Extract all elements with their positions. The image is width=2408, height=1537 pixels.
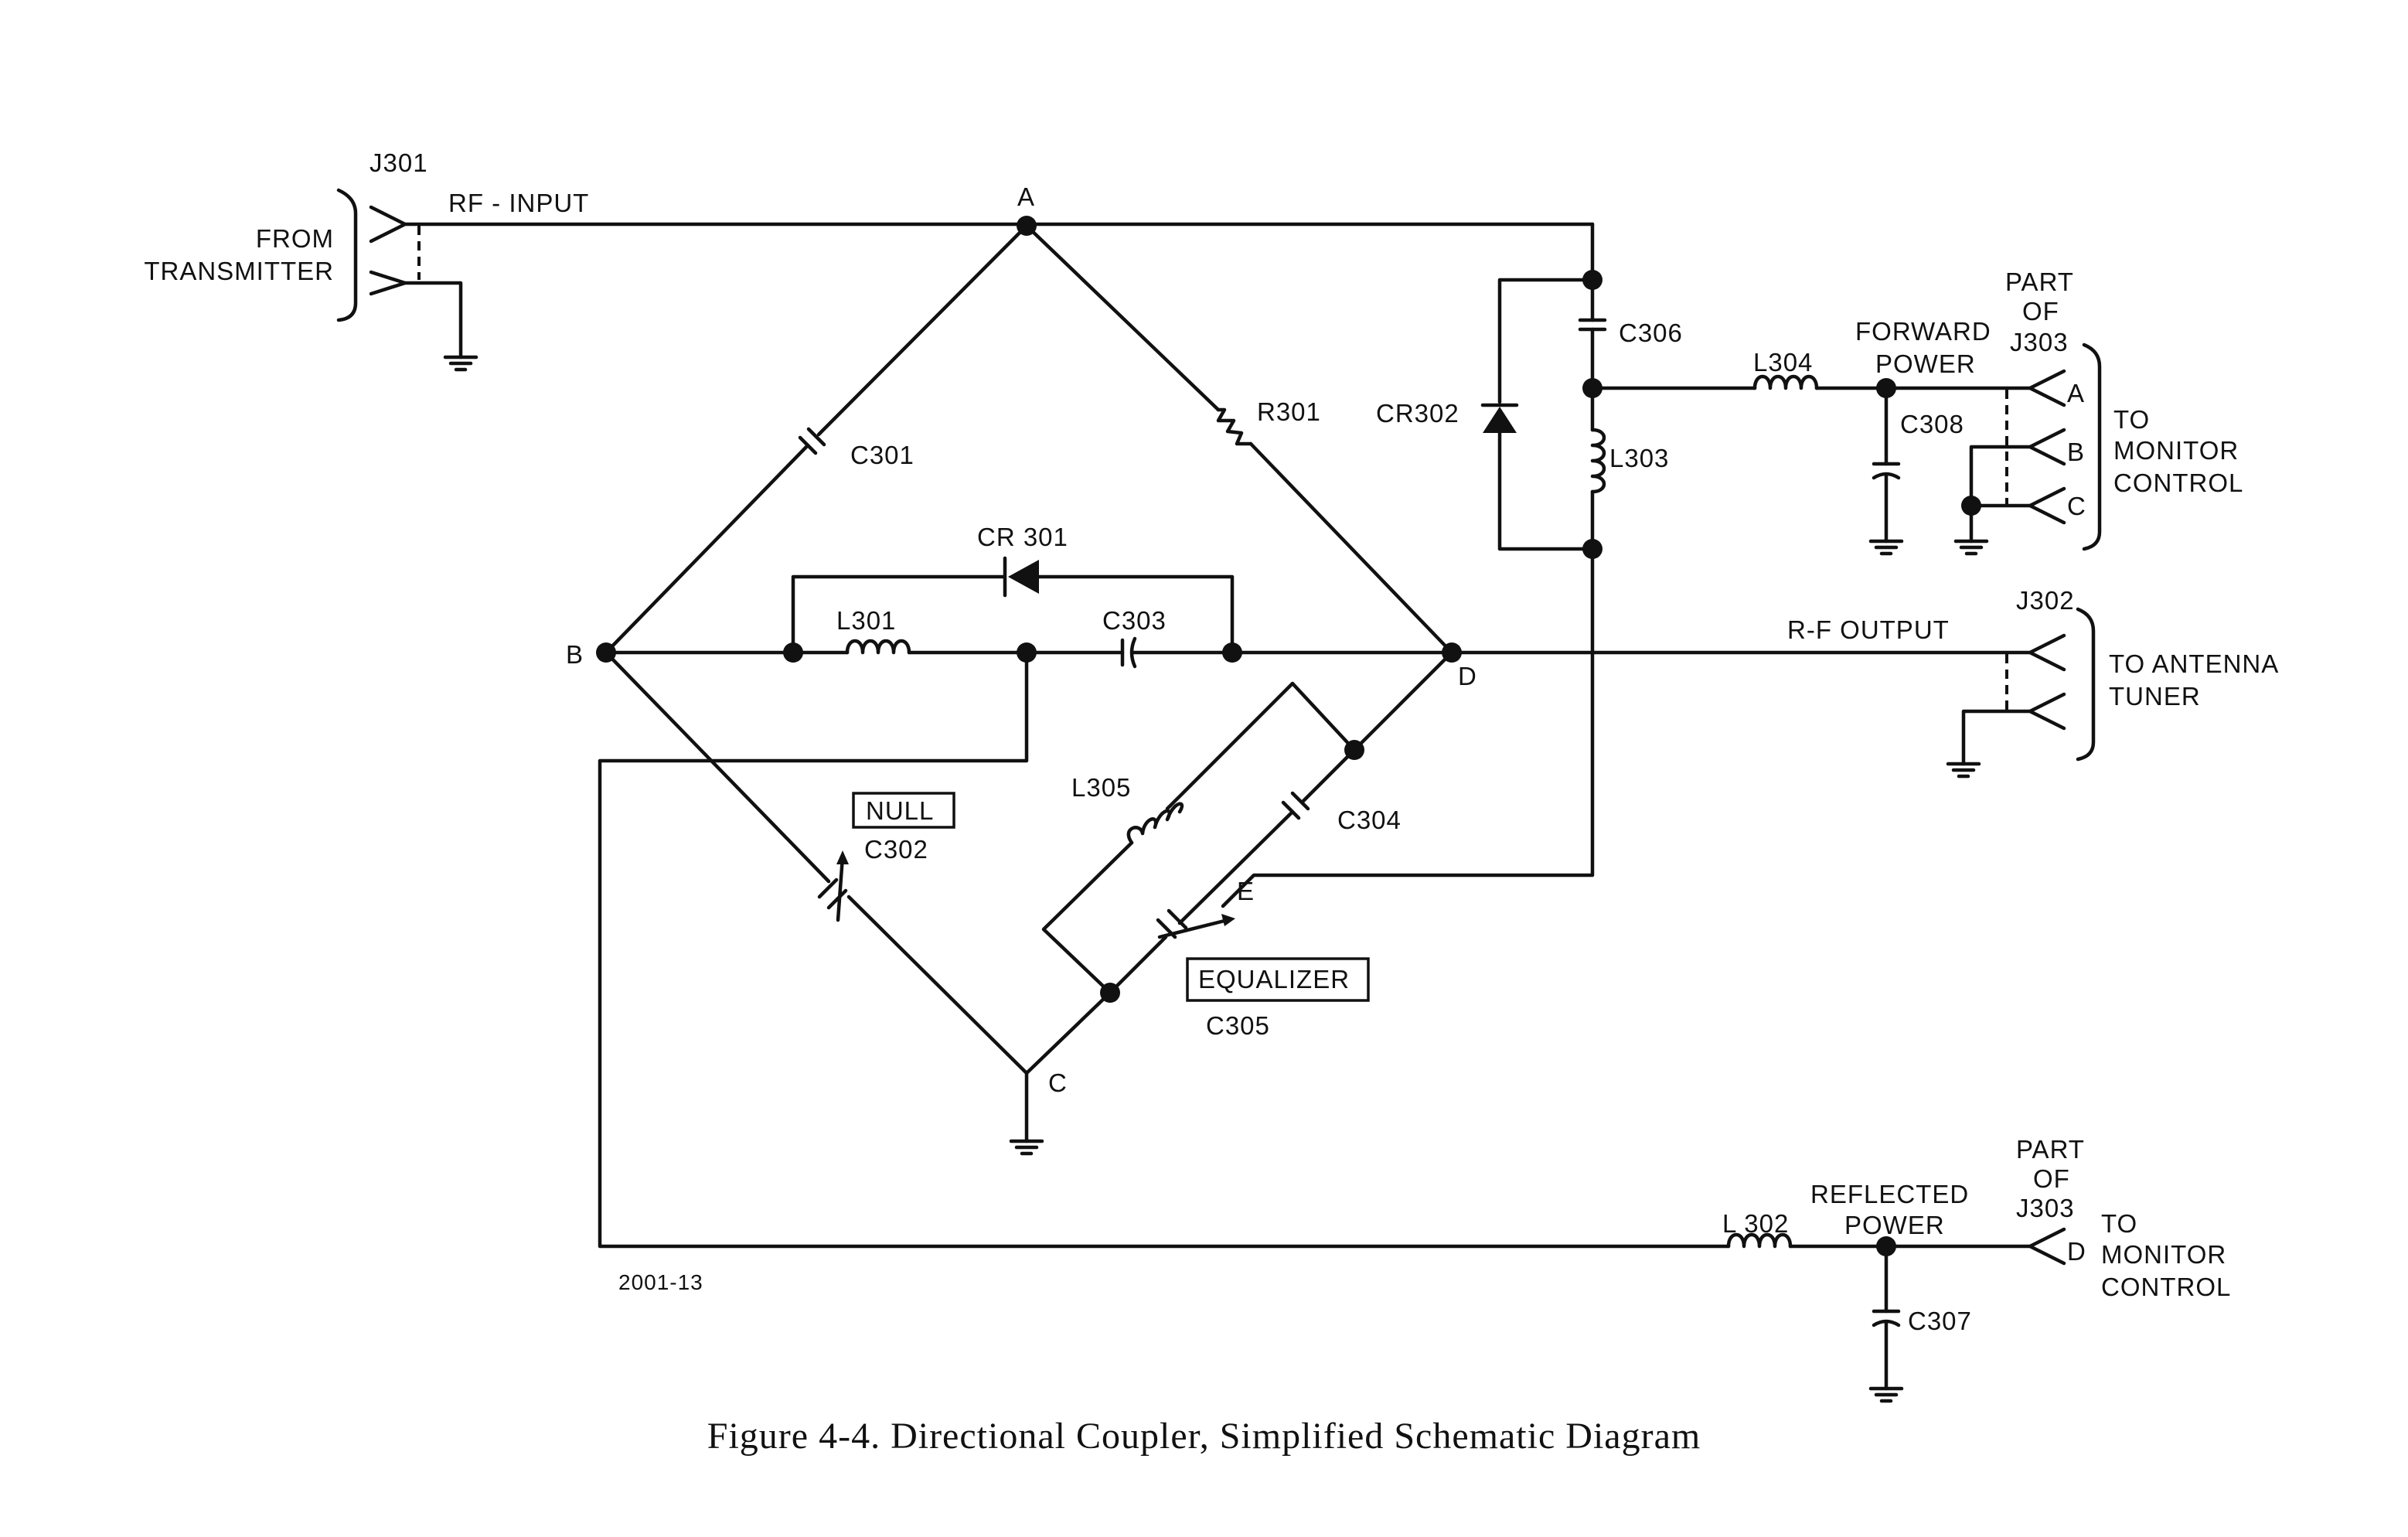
j301-connector: [336, 188, 421, 322]
l304-inductor: [1752, 374, 1819, 390]
of-label: OF: [2022, 297, 2059, 325]
c307-label: C307: [1908, 1307, 1972, 1335]
ground-symbol: [1946, 762, 1981, 779]
c304-label: C304: [1337, 806, 1402, 834]
j301-ref-label: J301: [370, 148, 428, 177]
to-label: TO: [2113, 405, 2150, 434]
forward-label: FORWARD: [1855, 317, 1991, 346]
j303-pin-c-label: C: [2067, 492, 2086, 520]
j303-pin-d-label: D: [2067, 1237, 2086, 1266]
j303-pin-b-label: B: [2067, 438, 2085, 466]
node-a-label: A: [1017, 182, 1035, 211]
l304-label: L304: [1753, 348, 1813, 377]
j303-ref-label: J303: [2016, 1194, 2075, 1222]
tuner-label: TUNER: [2109, 682, 2201, 711]
monitor-label: MONITOR: [2113, 436, 2239, 465]
node-d-label: D: [1458, 662, 1477, 690]
c305-label: C305: [1206, 1011, 1270, 1040]
j303-pin-a-label: A: [2067, 379, 2085, 407]
j303-reflected-connector: [2028, 1227, 2066, 1266]
l302-inductor: [1726, 1232, 1793, 1249]
to-label: TO: [2101, 1209, 2137, 1238]
j302-connector: [1961, 607, 2096, 766]
c303-label: C303: [1102, 606, 1167, 635]
rf-output-label: R-F OUTPUT: [1787, 615, 1950, 644]
l303-inductor: [1590, 428, 1606, 494]
c306-label: C306: [1619, 319, 1683, 347]
null-box: [852, 792, 955, 829]
to-antenna-label: TO ANTENNA: [2109, 649, 2279, 678]
c301-capacitor: [798, 427, 826, 455]
c304-capacitor: [1281, 791, 1310, 820]
ground-symbol: [1868, 1386, 1904, 1403]
c302-label: C302: [864, 835, 928, 864]
c301-label: C301: [850, 441, 914, 469]
l302-label: L 302: [1722, 1209, 1789, 1238]
l301-inductor: [845, 639, 911, 655]
r301-resistor: [1216, 407, 1253, 446]
cr301-diode: [1003, 556, 1039, 598]
node-a-dot: [1017, 216, 1037, 236]
j303-ref-label: J303: [2010, 328, 2069, 356]
l301-label: L301: [836, 606, 896, 635]
part-label: PART: [2005, 268, 2074, 296]
ground-symbol: [1953, 539, 1989, 556]
j302-ref-label: J302: [2016, 586, 2075, 615]
drawing-number: 2001-13: [618, 1270, 703, 1294]
node-b-label: B: [566, 640, 584, 669]
figure-caption: Figure 4-4. Directional Coupler, Simplif…: [707, 1416, 1701, 1457]
j303-forward-connector: [1969, 343, 2102, 551]
r301-label: R301: [1257, 397, 1321, 426]
transmitter-label: TRANSMITTER: [144, 257, 334, 285]
of-label: OF: [2033, 1164, 2070, 1193]
equalizer-label: EQUALIZER: [1198, 965, 1350, 993]
c305-variable-capacitor: [1156, 908, 1235, 939]
reflected-power-label: POWER: [1844, 1211, 1945, 1239]
c308-label: C308: [1900, 410, 1964, 438]
control-label: CONTROL: [2113, 469, 2243, 497]
c302-variable-capacitor: [817, 850, 849, 922]
reflected-label: REFLECTED: [1810, 1180, 1969, 1208]
l303-label: L303: [1609, 444, 1669, 472]
equalizer-box: [1186, 957, 1370, 1002]
ground-symbol: [1009, 1139, 1044, 1156]
l305-inductor: [1126, 802, 1184, 845]
null-label: NULL: [866, 796, 934, 825]
cr302-diode: [1480, 403, 1519, 433]
cr302-label: CR302: [1376, 399, 1459, 428]
node-b-dot: [596, 642, 616, 663]
cr301-label: CR 301: [977, 523, 1068, 551]
monitor-label: MONITOR: [2101, 1240, 2226, 1269]
node-e-label: E: [1237, 877, 1255, 905]
rf-input-label: RF - INPUT: [448, 189, 589, 217]
control-label: CONTROL: [2101, 1273, 2231, 1301]
part-label: PART: [2016, 1135, 2085, 1164]
from-label: FROM: [256, 224, 334, 253]
ground-symbol: [443, 355, 479, 372]
forward-power-label: POWER: [1875, 349, 1976, 378]
ground-symbol: [1868, 539, 1904, 556]
node-c-label: C: [1048, 1068, 1068, 1097]
l305-label: L305: [1071, 773, 1131, 802]
